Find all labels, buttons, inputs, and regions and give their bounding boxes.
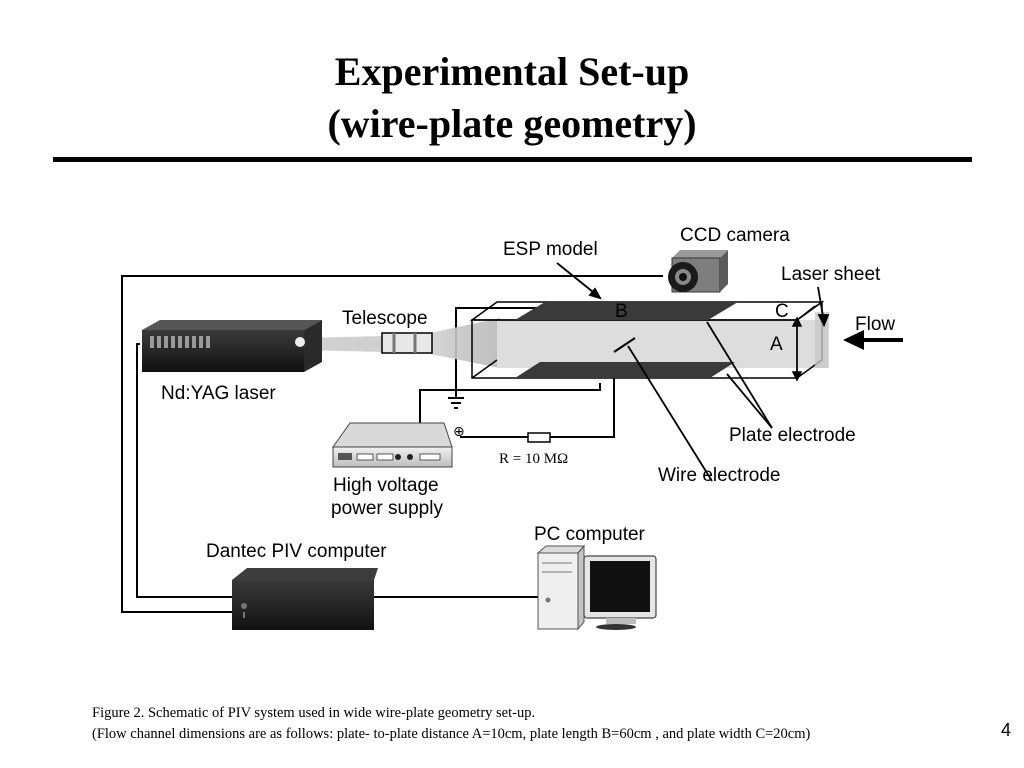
high-voltage-label-line2: power supply xyxy=(331,498,443,519)
ccd-camera-label: CCD camera xyxy=(680,225,790,246)
figure-caption-line2: (Flow channel dimensions are as follows:… xyxy=(92,726,811,742)
bottom-plate-electrode xyxy=(515,362,735,378)
dimension-b-label: B xyxy=(615,301,628,322)
resistor-label: R = 10 MΩ xyxy=(499,451,568,467)
pc-computer-label: PC computer xyxy=(534,524,646,545)
wire-electrode-label: Wire electrode xyxy=(658,465,781,486)
flow-label: Flow xyxy=(855,314,895,335)
wire-electrode xyxy=(613,337,636,353)
dimension-a-label: A xyxy=(770,334,783,355)
laser-sheet xyxy=(815,312,829,368)
title-divider xyxy=(53,157,972,162)
dantec-piv-computer-icon xyxy=(232,568,378,630)
high-voltage-label-line1: High voltage xyxy=(333,475,439,496)
ccd-camera-icon xyxy=(668,250,728,293)
nd-yag-laser-label: Nd:YAG laser xyxy=(161,383,276,404)
connection-wires xyxy=(121,275,663,613)
top-plate-electrode xyxy=(515,302,738,320)
resistor-icon xyxy=(527,432,551,443)
dantec-piv-label: Dantec PIV computer xyxy=(206,541,387,562)
pc-computer-icon xyxy=(536,544,657,631)
page-number: 4 xyxy=(1001,720,1012,740)
dimension-c-label: C xyxy=(775,301,789,322)
expanded-beam xyxy=(430,318,500,368)
telescope-icon xyxy=(381,332,433,354)
positive-terminal-icon: ⊕ xyxy=(453,424,465,440)
slide-title-line1: Experimental Set-up xyxy=(334,49,690,94)
dimension-markers xyxy=(791,305,816,382)
esp-model-label: ESP model xyxy=(503,239,598,260)
flow-arrow-icon xyxy=(843,330,903,350)
laser-sheet-label: Laser sheet xyxy=(781,264,881,285)
figure-caption-line1: Figure 2. Schematic of PIV system used i… xyxy=(92,705,536,721)
slide-title-line2: (wire-plate geometry) xyxy=(327,101,697,146)
ground-icon xyxy=(448,397,464,409)
high-voltage-supply-icon xyxy=(332,422,453,468)
pointer-arrows xyxy=(556,262,830,482)
plate-electrode-label: Plate electrode xyxy=(729,425,856,446)
nd-yag-laser-icon xyxy=(142,320,322,372)
telescope-label: Telescope xyxy=(342,308,428,329)
